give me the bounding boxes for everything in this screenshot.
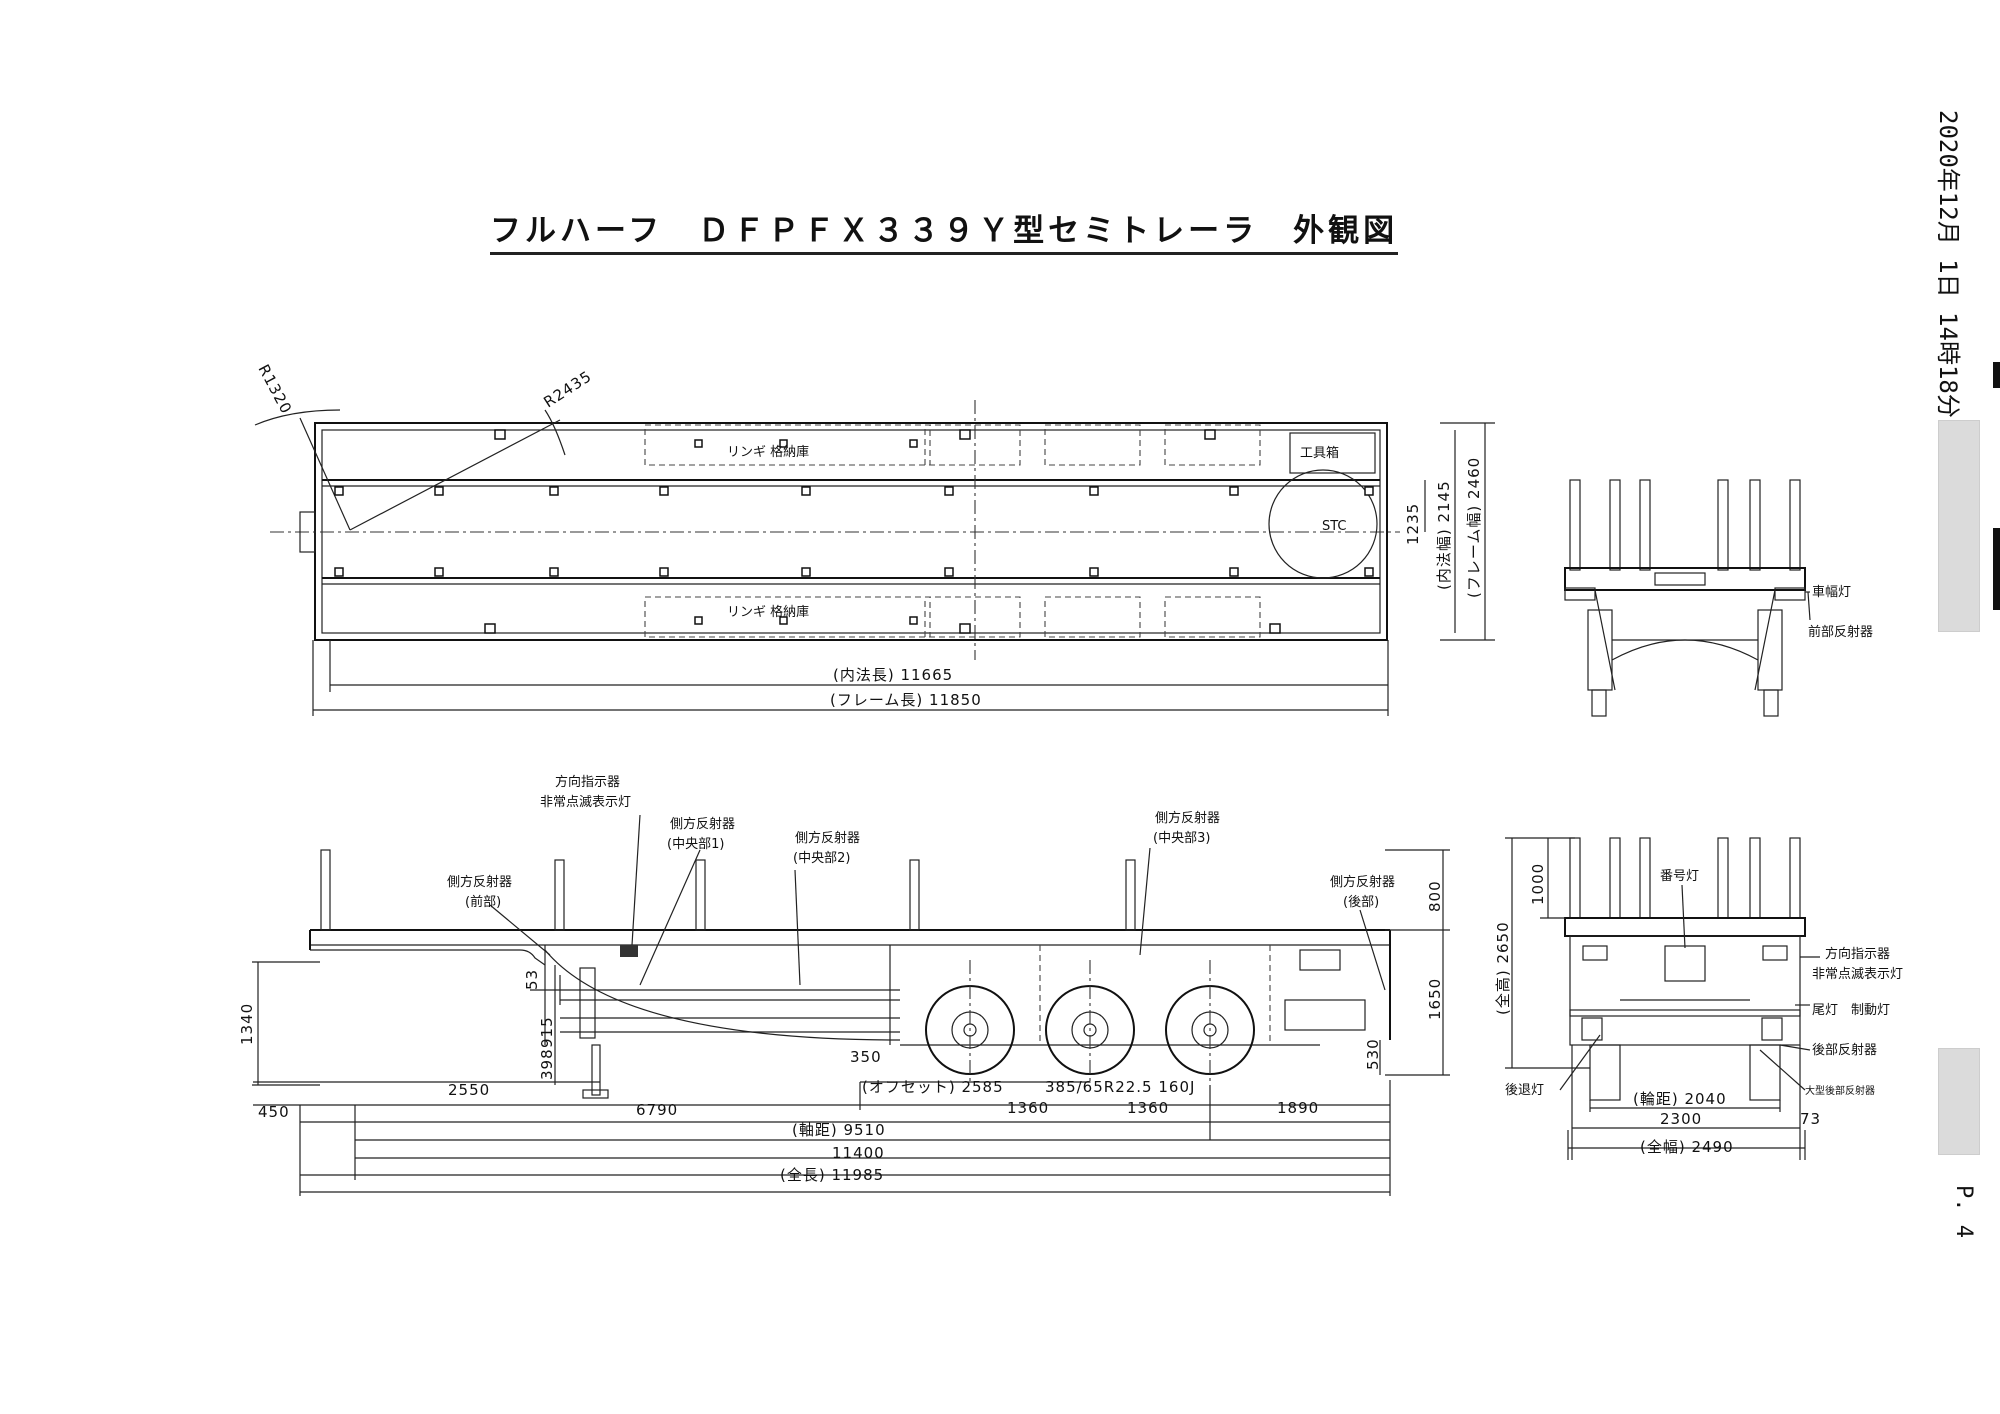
edge-mark <box>1993 528 2000 610</box>
dim-1890: 1890 <box>1277 1099 1319 1117</box>
rear-reflector: 後部反射器 <box>1812 1042 1877 1058</box>
toolbox-label: 工具箱 <box>1300 445 1339 461</box>
dim-73: 73 <box>1800 1110 1821 1128</box>
front-reflector: 前部反射器 <box>1808 624 1873 640</box>
dim-2550: 2550 <box>448 1081 490 1099</box>
dim-wheelbase: (軸距) 9510 <box>792 1121 886 1139</box>
stc-label: STC <box>1322 519 1347 534</box>
rear-hazard-lamp: 非常点滅表示灯 <box>1812 967 1903 982</box>
front-view <box>1564 479 1811 717</box>
front-side-marker-lamp: 車幅灯 <box>1812 585 1851 600</box>
dim-1360a: 1360 <box>1007 1099 1049 1117</box>
dim-1340: 1340 <box>238 1003 256 1045</box>
rear-plate-lamp: 番号灯 <box>1660 869 1699 884</box>
dim-overall-width: (全幅) 2490 <box>1640 1138 1734 1156</box>
side-view <box>252 814 1450 1196</box>
rear-reverse-lamp: 後退灯 <box>1505 1083 1544 1098</box>
side-reflector-center2-sub: (中央部2) <box>793 851 850 866</box>
side-hazard-lamp: 非常点滅表示灯 <box>540 795 631 810</box>
dim-offset: (オフセット) 2585 <box>862 1078 1004 1096</box>
landing-gear <box>591 1044 601 1096</box>
stc-circle <box>1268 469 1378 579</box>
dim-track: (輪距) 2040 <box>1633 1090 1727 1108</box>
rear-tail-brake-lamp: 尾灯 制動灯 <box>1812 1003 1890 1018</box>
side-reflector-center3: 側方反射器 <box>1155 810 1220 826</box>
dim-915: 915 <box>538 1016 556 1048</box>
rear-turn-signal: 方向指示器 <box>1825 946 1890 962</box>
dim-overall-height: (全高) 2650 <box>1494 921 1512 1015</box>
plan-view <box>254 400 1495 716</box>
dim-11400: 11400 <box>832 1144 885 1162</box>
side-stanchions <box>320 849 1136 931</box>
redacted-block <box>1938 420 1980 632</box>
dim-53: 53 <box>523 969 541 990</box>
side-reflector-center2: 側方反射器 <box>795 830 860 846</box>
dim-6790: 6790 <box>636 1101 678 1119</box>
tire-spec: 385/65R22.5 160J <box>1045 1078 1195 1096</box>
dim-1650: 1650 <box>1426 978 1444 1020</box>
dim-1000: 1000 <box>1529 863 1547 905</box>
dim-frame-length: (フレーム長) 11850 <box>830 691 982 709</box>
dim-350: 350 <box>850 1048 882 1066</box>
side-reflector-rear: 側方反射器 <box>1330 874 1395 890</box>
side-reflector-front-sub: (前部) <box>465 894 501 910</box>
dim-1235: 1235 <box>1404 503 1422 545</box>
dim-2300: 2300 <box>1660 1110 1702 1128</box>
stanchion-pockets <box>644 424 1261 638</box>
drawing-title: フルハーフ ＤＦＰＦＸ３３９Ｙ型セミトレーラ 外観図 <box>490 205 1399 255</box>
kingpin-plate <box>299 511 316 553</box>
redacted-block <box>1938 1048 1980 1155</box>
dim-398: 398 <box>538 1048 556 1080</box>
dim-1360b: 1360 <box>1127 1099 1169 1117</box>
side-turn-signal: 方向指示器 <box>555 774 620 790</box>
side-reflector-center1: 側方反射器 <box>670 816 735 832</box>
dim-inner-width: (内法幅) 2145 <box>1435 480 1453 590</box>
rear-large-reflector: 大型後部反射器 <box>1805 1084 1875 1097</box>
radius-kingpin-label: R2435 <box>540 367 595 411</box>
dim-frame-width: (フレーム幅) 2460 <box>1465 457 1483 598</box>
dim-450: 450 <box>258 1103 290 1121</box>
side-reflector-center3-sub: (中央部3) <box>1153 831 1210 846</box>
radius-front-label: R1320 <box>254 361 295 417</box>
stanchion-pocket-upper: リンギ 格納庫 <box>727 444 809 460</box>
stanchion-pocket-lower: リンギ 格納庫 <box>727 604 809 620</box>
dim-overall-length: (全長) 11985 <box>780 1166 884 1184</box>
rear-view <box>1505 837 1820 1160</box>
side-reflector-center1-sub: (中央部1) <box>667 837 724 852</box>
dim-inner-length: (内法長) 11665 <box>833 666 953 684</box>
edge-mark <box>1993 362 2000 388</box>
side-reflector-front: 側方反射器 <box>447 874 512 890</box>
dim-530: 530 <box>1364 1038 1382 1070</box>
dim-800: 800 <box>1426 880 1444 912</box>
toolbox-box <box>1289 432 1376 474</box>
cross-member-marks <box>334 429 1374 634</box>
side-reflector-rear-sub: (後部) <box>1343 895 1379 910</box>
